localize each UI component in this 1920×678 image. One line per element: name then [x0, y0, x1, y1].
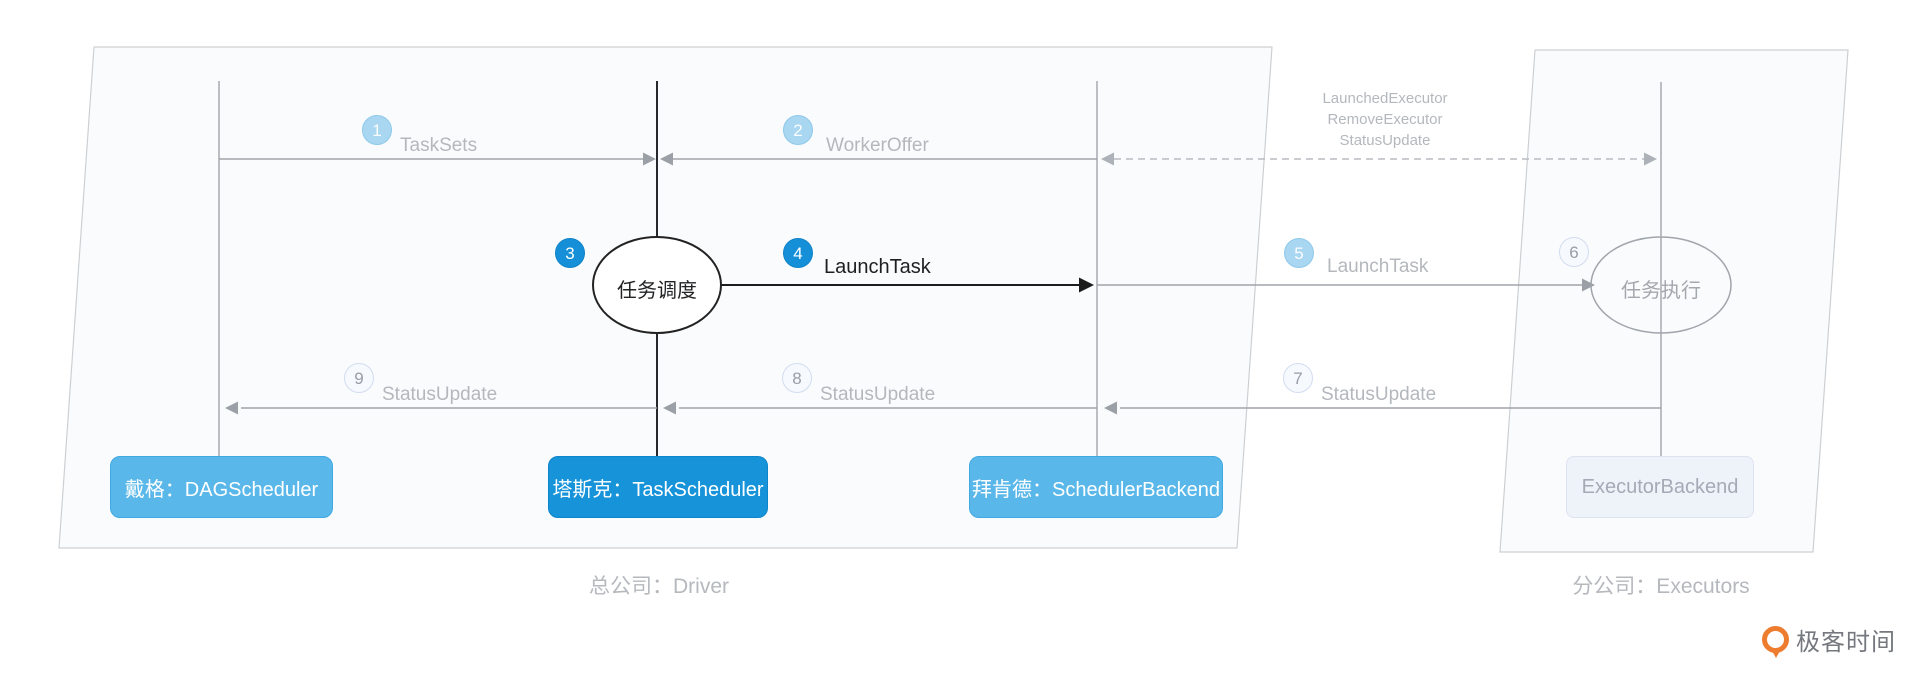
dashed-note-line-3: StatusUpdate — [1339, 132, 1431, 149]
statusupdate-8-label: StatusUpdate — [820, 384, 936, 405]
executors-region-label: 分公司：Executors — [1572, 575, 1750, 598]
statusupdate-7-label: StatusUpdate — [1321, 384, 1437, 405]
launchtask-driver-arrowhead — [1079, 277, 1094, 293]
statusupdate-9-label: StatusUpdate — [382, 384, 498, 405]
dashed-note-line-1: LaunchedExecutor — [1322, 90, 1448, 107]
step-badge-7: 7 — [1283, 363, 1313, 393]
dagscheduler-box: 戴格：DAGScheduler — [110, 456, 333, 518]
executor-dashed-left-arrowhead — [1101, 152, 1114, 166]
launchtask-driver-label: LaunchTask — [824, 256, 931, 278]
step-badge-3: 3 — [555, 238, 585, 268]
task-execute-ellipse — [1590, 236, 1732, 334]
step-badge-1: 1 — [362, 115, 392, 145]
driver-region-label: 总公司：Driver — [589, 575, 729, 598]
launchtask-executor-arrowhead — [1582, 278, 1595, 292]
geektime-logo: 极客时间 — [1762, 622, 1896, 658]
geektime-logo-text: 极客时间 — [1796, 629, 1896, 656]
step-badge-5: 5 — [1284, 238, 1314, 268]
step-badge-8: 8 — [782, 363, 812, 393]
geektime-logo-tail — [1771, 649, 1781, 658]
schedulerbackend-box: 拜肯德：SchedulerBackend — [969, 456, 1223, 518]
launchtask-executor-label: LaunchTask — [1327, 256, 1429, 277]
dashed-link-note: LaunchedExecutor RemoveExecutor StatusUp… — [1275, 88, 1495, 151]
taskscheduler-box: 塔斯克：TaskScheduler — [548, 456, 768, 518]
dashed-note-line-2: RemoveExecutor — [1327, 111, 1443, 128]
executors-region-parallelogram — [1499, 49, 1849, 553]
statusupdate-8-arrowhead — [663, 401, 676, 415]
statusupdate-7-arrowhead — [1104, 401, 1117, 415]
task-execute-ellipse-label: 任务执行 — [1621, 280, 1701, 302]
step-badge-9: 9 — [344, 363, 374, 393]
step-badge-6: 6 — [1559, 237, 1589, 267]
geektime-logo-icon — [1762, 626, 1789, 658]
step-badge-2: 2 — [783, 115, 813, 145]
task-schedule-ellipse-label: 任务调度 — [617, 280, 697, 302]
workeroffer-arrowhead — [660, 152, 673, 166]
executor-dashed-right-arrowhead — [1644, 152, 1657, 166]
statusupdate-9-arrowhead — [225, 401, 238, 415]
executorbackend-box: ExecutorBackend — [1566, 456, 1754, 518]
task-schedule-ellipse — [592, 236, 722, 334]
tasksets-arrowhead — [643, 152, 656, 166]
workeroffer-label: WorkerOffer — [826, 135, 929, 156]
tasksets-label: TaskSets — [400, 135, 478, 156]
step-badge-4: 4 — [783, 238, 813, 268]
